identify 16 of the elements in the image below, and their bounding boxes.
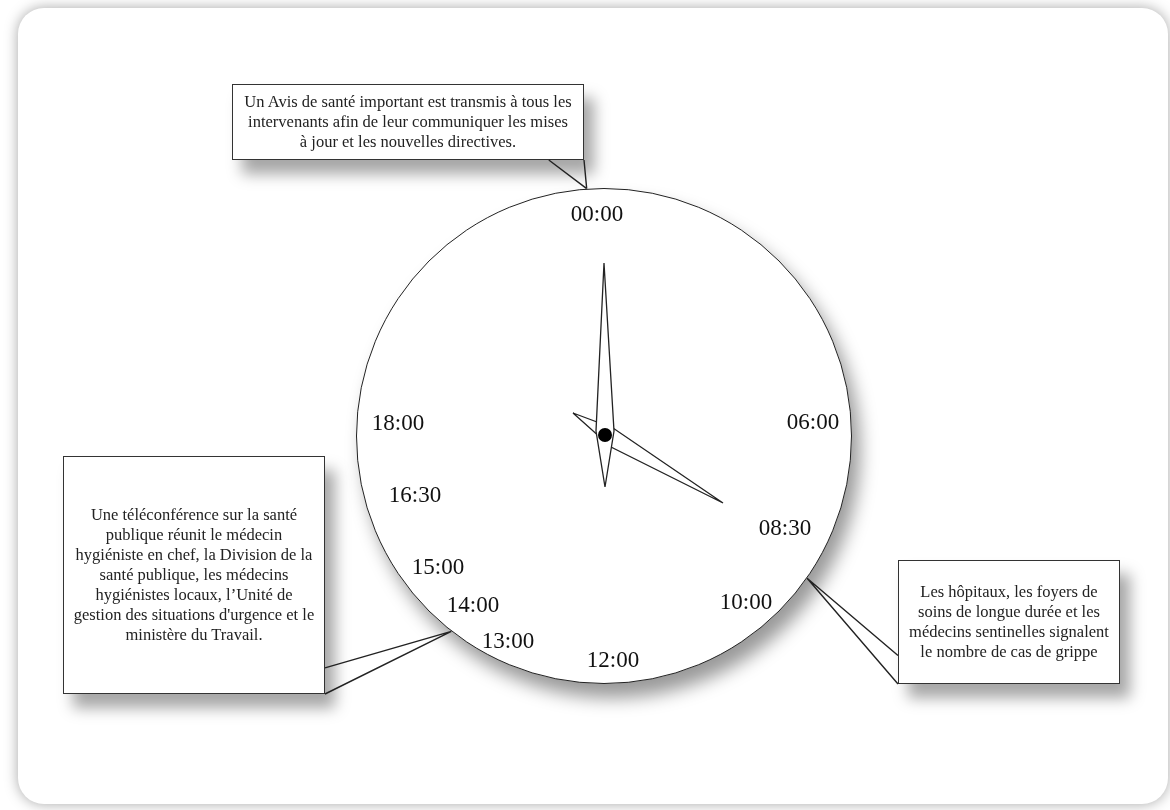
callout-box: Les hôpitaux, les foyers de soins de longue durée et les médecins sentinelles signalent le nombre de cas de grippe — [898, 560, 1120, 684]
time-label: 06:00 — [786, 410, 840, 434]
time-label: 12:00 — [586, 648, 640, 672]
time-label: 08:30 — [758, 516, 812, 540]
callout-box: Un Avis de santé important est transmis à tous les intervenants afin de leur communiquer les mises à jour et les nouvelles directives. — [232, 84, 584, 160]
time-label: 00:00 — [570, 202, 624, 226]
time-label: 15:00 — [411, 555, 465, 579]
time-label: 16:30 — [388, 483, 442, 507]
speech-tail — [324, 630, 452, 695]
time-label: 14:00 — [446, 593, 500, 617]
time-label: 13:00 — [481, 629, 535, 653]
callout-box: Une téléconférence sur la santé publique réunit le médecin hygiéniste en chef, la Division de la santé publique, les médecins hygiénistes locaux, l’Unité de gestion des situations d'urgence et le ministère du Travail. — [63, 456, 325, 694]
speech-tail — [548, 159, 588, 190]
time-label: 18:00 — [371, 411, 425, 435]
speech-tail — [806, 577, 899, 685]
time-label: 10:00 — [719, 590, 773, 614]
